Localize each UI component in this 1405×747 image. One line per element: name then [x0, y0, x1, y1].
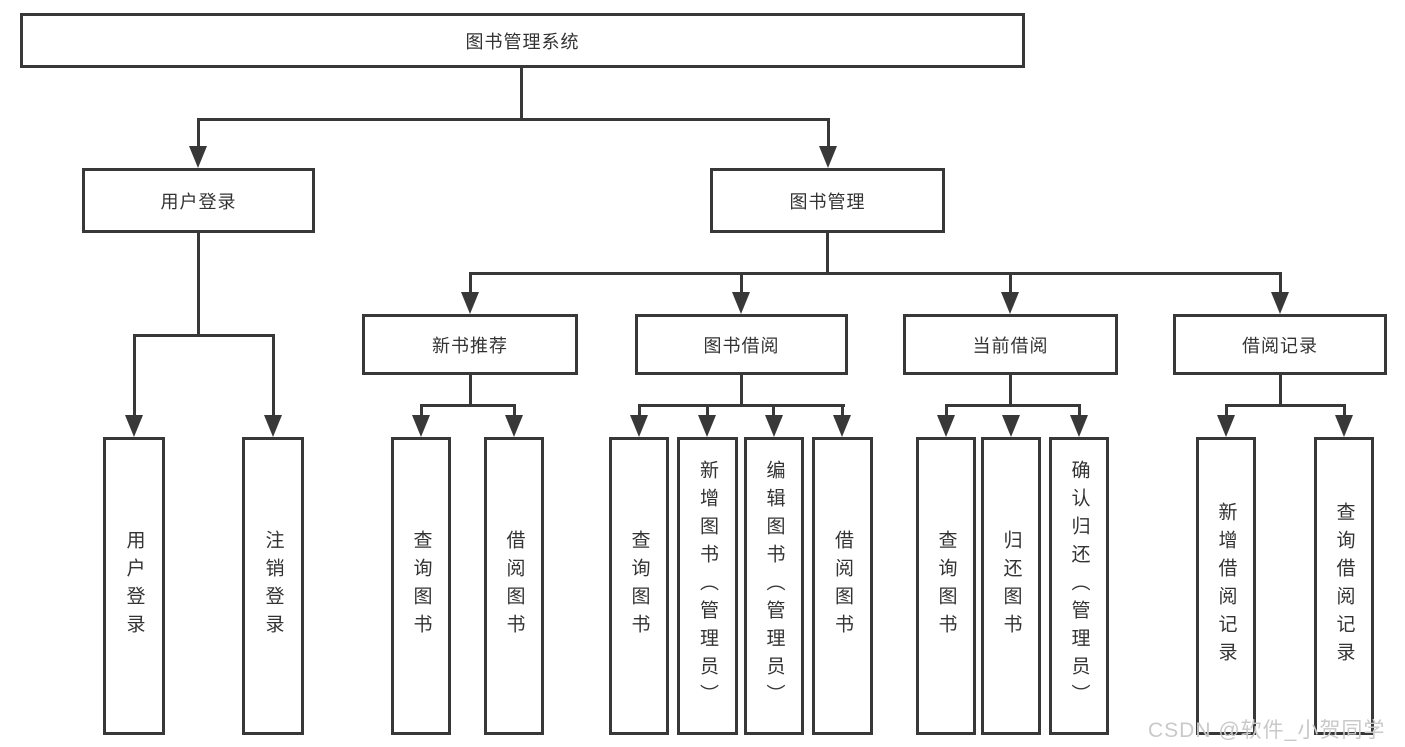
- leaf-borrow-edit-books-admin: 编辑图书（管理员）: [744, 437, 804, 735]
- arrow-bookborrow-leaf-1: [630, 415, 648, 437]
- arrow-bookborrow-leaf-3: [765, 415, 783, 437]
- connector-userlogin-trunk: [197, 233, 200, 337]
- node-book-borrow: 图书借阅: [635, 314, 848, 375]
- leaf-record-add-record: 新增借阅记录: [1196, 437, 1256, 735]
- connector-newbook-arm-1: [420, 404, 423, 418]
- leaf-borrow-query-books-label: 查询图书: [628, 530, 650, 642]
- node-book-mgmt: 图书管理: [710, 168, 945, 233]
- leaf-current-query-books: 查询图书: [916, 437, 976, 735]
- arrow-to-user-login: [189, 146, 207, 168]
- leaf-newbook-borrow-books-label: 借阅图书: [503, 530, 525, 642]
- leaf-user-login-label: 用户登录: [123, 530, 145, 642]
- connector-bookmgmt-arm-4: [1279, 272, 1282, 296]
- arrow-to-borrow-record: [1271, 292, 1289, 314]
- arrow-newbook-leaf-1: [412, 415, 430, 437]
- connector-root-trunk: [520, 68, 523, 120]
- node-root-system: 图书管理系统: [20, 13, 1025, 68]
- leaf-record-query-record-label: 查询借阅记录: [1333, 502, 1355, 670]
- leaf-newbook-borrow-books: 借阅图书: [484, 437, 544, 735]
- node-new-book: 新书推荐: [362, 314, 578, 375]
- arrow-currentborrow-leaf-2: [1002, 415, 1020, 437]
- connector-currentborrow-hbar: [945, 404, 1081, 407]
- arrow-bookborrow-leaf-2: [698, 415, 716, 437]
- arrow-to-current-borrow: [1001, 292, 1019, 314]
- arrow-currentborrow-leaf-3: [1070, 415, 1088, 437]
- node-user-login-label: 用户登录: [160, 191, 237, 212]
- connector-borrowrecord-arm-1: [1225, 404, 1228, 418]
- leaf-borrow-edit-books-admin-label: 编辑图书（管理员）: [763, 460, 785, 712]
- connector-bookborrow-hbar: [638, 404, 845, 407]
- connector-currentborrow-arm-3: [1078, 404, 1081, 418]
- connector-bookborrow-trunk: [740, 375, 743, 407]
- leaf-current-return-books: 归还图书: [981, 437, 1041, 735]
- node-user-login: 用户登录: [82, 168, 315, 233]
- connector-currentborrow-arm-1: [945, 404, 948, 418]
- connector-userlogin-arm-right: [272, 334, 275, 418]
- connector-newbook-trunk: [469, 375, 472, 407]
- connector-bookmgmt-arm-1: [469, 272, 472, 296]
- node-book-mgmt-label: 图书管理: [789, 191, 866, 212]
- connector-bookmgmt-hbar: [469, 272, 1282, 275]
- leaf-borrow-add-books-admin: 新增图书（管理员）: [677, 437, 738, 735]
- csdn-watermark: CSDN @软件_小贺同学: [1148, 719, 1386, 742]
- leaf-record-add-record-label: 新增借阅记录: [1215, 502, 1237, 670]
- leaf-borrow-borrow-books: 借阅图书: [812, 437, 873, 735]
- connector-bookborrow-arm-2: [706, 404, 709, 418]
- arrow-to-leaf-logout: [264, 415, 282, 437]
- arrow-newbook-leaf-2: [505, 415, 523, 437]
- connector-userlogin-arm-left: [133, 334, 136, 418]
- node-borrow-record: 借阅记录: [1173, 314, 1387, 375]
- connector-bookmgmt-trunk: [826, 233, 829, 275]
- arrow-borrowrecord-leaf-2: [1335, 415, 1353, 437]
- connector-bookmgmt-arm-3: [1009, 272, 1012, 296]
- arrow-bookborrow-leaf-4: [833, 415, 851, 437]
- connector-bookborrow-arm-1: [638, 404, 641, 418]
- arrow-currentborrow-leaf-1: [937, 415, 955, 437]
- leaf-newbook-query-books: 查询图书: [391, 437, 451, 735]
- leaf-current-return-books-label: 归还图书: [1000, 530, 1022, 642]
- node-current-borrow: 当前借阅: [903, 314, 1118, 375]
- arrow-to-new-book: [461, 292, 479, 314]
- connector-root-hbar: [197, 118, 830, 121]
- connector-userlogin-hbar: [133, 334, 275, 337]
- connector-borrowrecord-trunk: [1279, 375, 1282, 407]
- connector-newbook-hbar: [420, 404, 516, 407]
- leaf-current-confirm-return-admin: 确认归还（管理员）: [1049, 437, 1109, 735]
- arrow-to-book-mgmt: [819, 146, 837, 168]
- node-book-borrow-label: 图书借阅: [703, 335, 780, 356]
- leaf-current-query-books-label: 查询图书: [935, 530, 957, 642]
- connector-borrowrecord-hbar: [1225, 404, 1346, 407]
- connector-currentborrow-trunk: [1009, 375, 1012, 407]
- node-current-borrow-label: 当前借阅: [972, 335, 1049, 356]
- arrow-borrowrecord-leaf-1: [1217, 415, 1235, 437]
- leaf-logout: 注销登录: [242, 437, 304, 735]
- leaf-newbook-query-books-label: 查询图书: [410, 530, 432, 642]
- connector-bookborrow-arm-3: [772, 404, 775, 418]
- leaf-logout-label: 注销登录: [262, 530, 284, 642]
- leaf-borrow-add-books-admin-label: 新增图书（管理员）: [697, 460, 718, 712]
- arrow-to-book-borrow: [732, 292, 750, 314]
- arrow-to-leaf-login: [125, 415, 143, 437]
- connector-borrowrecord-arm-2: [1343, 404, 1346, 418]
- node-borrow-record-label: 借阅记录: [1242, 335, 1318, 356]
- connector-newbook-arm-2: [513, 404, 516, 418]
- connector-root-arm-right: [827, 118, 830, 150]
- connector-bookmgmt-arm-2: [740, 272, 743, 296]
- connector-bookborrow-arm-4: [841, 404, 844, 418]
- leaf-record-query-record: 查询借阅记录: [1314, 437, 1374, 735]
- leaf-borrow-query-books: 查询图书: [609, 437, 669, 735]
- node-root-system-label: 图书管理系统: [465, 31, 580, 52]
- connector-root-arm-left: [197, 118, 200, 150]
- leaf-current-confirm-return-admin-label: 确认归还（管理员）: [1068, 460, 1090, 712]
- leaf-borrow-borrow-books-label: 借阅图书: [832, 530, 853, 642]
- leaf-user-login: 用户登录: [103, 437, 165, 735]
- node-new-book-label: 新书推荐: [432, 335, 508, 356]
